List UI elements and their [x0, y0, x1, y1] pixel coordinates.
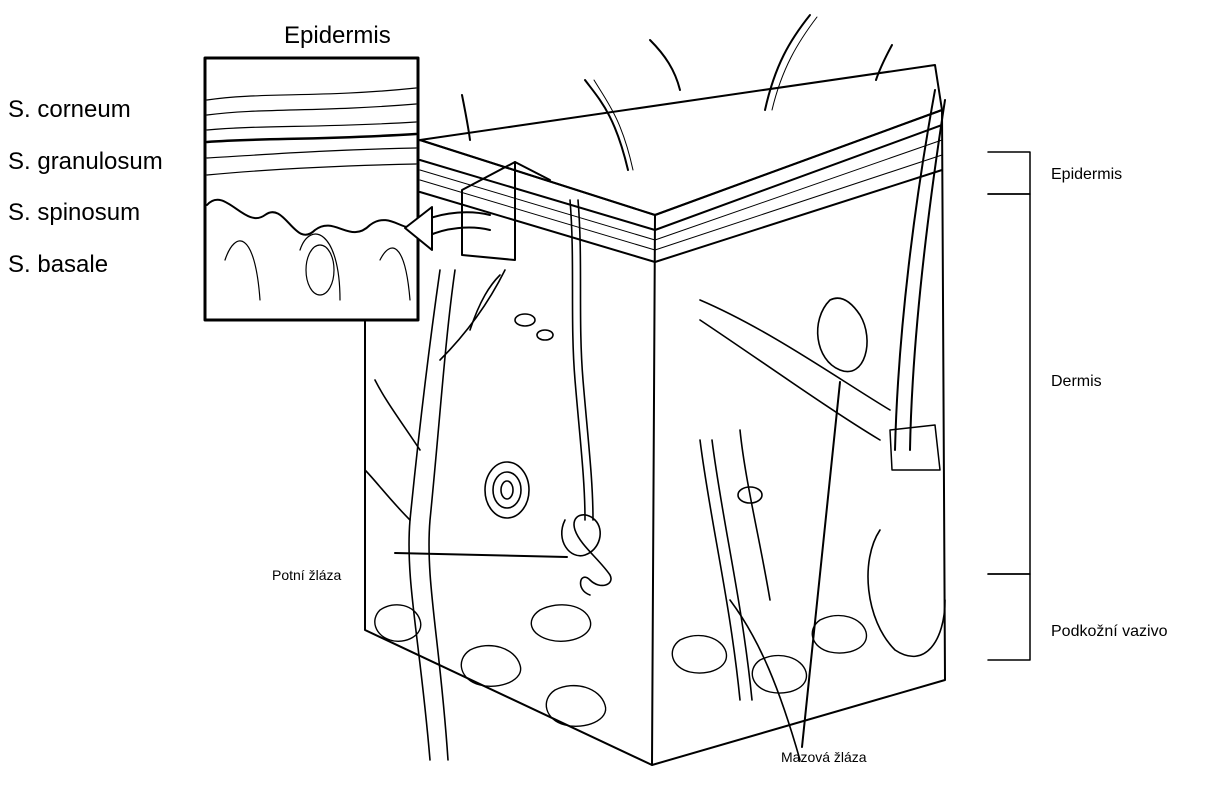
epidermis-inset [205, 58, 418, 320]
callout-sweat-gland: Potní žláza [272, 568, 341, 582]
bracket-dermis [988, 194, 1030, 574]
hair-strands [462, 15, 945, 470]
bracket-label-dermis: Dermis [1051, 374, 1102, 390]
layer-label-spinosum: S. spinosum [8, 201, 140, 225]
layer-label-basale: S. basale [8, 253, 108, 277]
leader-sebaceous-gland [802, 382, 840, 747]
skin-block [365, 65, 945, 765]
bracket-subcutis [988, 574, 1030, 660]
bracket-label-epidermis: Epidermis [1051, 167, 1122, 183]
bracket-epidermis [988, 152, 1030, 194]
callout-sebaceous-gland: Mazová žláza [781, 750, 867, 764]
layer-label-granulosum: S. granulosum [8, 150, 163, 174]
layer-label-corneum: S. corneum [8, 98, 131, 122]
leader-sweat-gland [395, 553, 567, 557]
subcutaneous-fat [375, 605, 867, 727]
inset-title: Epidermis [284, 24, 391, 48]
bracket-label-subcutis: Podkožní vazivo [1051, 624, 1168, 640]
layer-brackets [988, 152, 1030, 660]
